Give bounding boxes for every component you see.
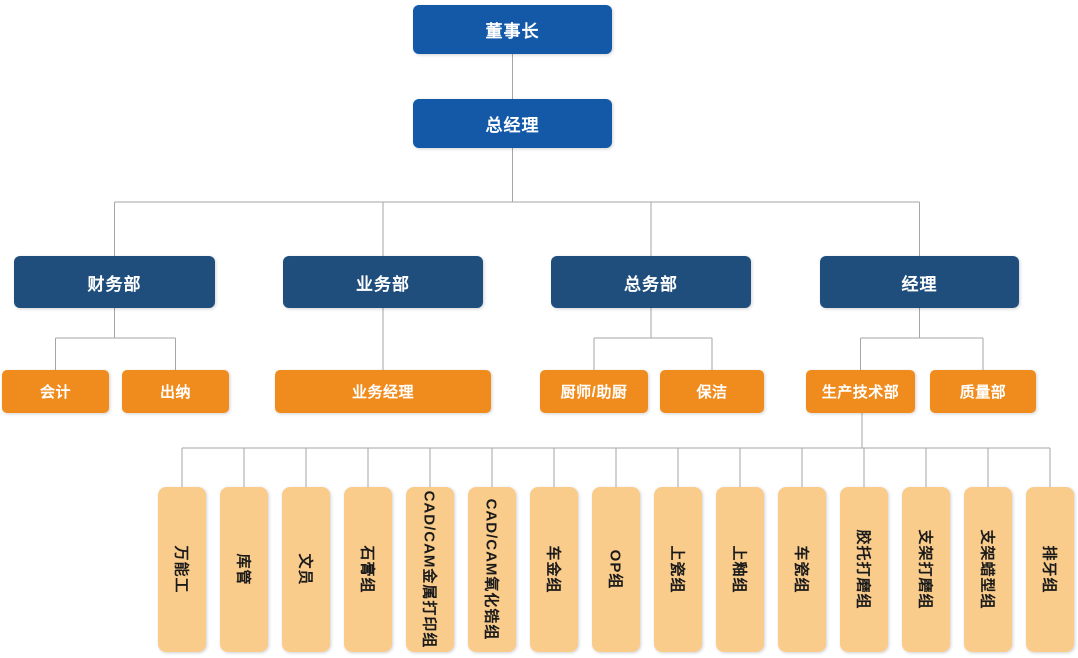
org-node-quality-dept: 质量部 <box>930 370 1036 413</box>
org-node-production-tech-dept: 生产技术部 <box>806 370 915 413</box>
org-node-chef-assistant: 厨师/助厨 <box>540 370 648 413</box>
org-node-business-manager: 业务经理 <box>275 370 491 413</box>
org-node-denture-polishing-group: 胶托打磨组 <box>840 487 888 652</box>
org-node-metal-milling-group: 车金组 <box>530 487 578 652</box>
group-label: 排牙组 <box>1040 545 1058 594</box>
group-label: 车瓷组 <box>792 545 810 594</box>
group-label: 万能工 <box>172 545 190 594</box>
org-node-general-affairs-dept: 总务部 <box>551 256 751 308</box>
org-node-op-group: OP组 <box>592 487 640 652</box>
org-node-teeth-arrangement-group: 排牙组 <box>1026 487 1074 652</box>
group-label: 库管 <box>234 553 252 586</box>
org-node-accountant: 会计 <box>2 370 109 413</box>
org-node-manager: 经理 <box>820 256 1019 308</box>
org-node-cashier: 出纳 <box>122 370 229 413</box>
org-node-finance-dept: 财务部 <box>14 256 215 308</box>
group-label: CAD/CAM氧化锆组 <box>482 498 500 641</box>
group-label: 车金组 <box>544 545 562 594</box>
group-label: CAD/CAM金属打印组 <box>420 490 438 649</box>
org-node-clerk-group: 文员 <box>282 487 330 652</box>
org-node-porcelain-milling-group: 车瓷组 <box>778 487 826 652</box>
org-node-cadcam-zirconia-group: CAD/CAM氧化锆组 <box>468 487 516 652</box>
group-label: 支架打磨组 <box>916 529 934 610</box>
org-node-business-dept: 业务部 <box>283 256 483 308</box>
org-node-porcelain-group: 上瓷组 <box>654 487 702 652</box>
org-node-cleaner: 保洁 <box>660 370 764 413</box>
org-node-framework-wax-group: 支架蜡型组 <box>964 487 1012 652</box>
group-label: 支架蜡型组 <box>978 529 996 610</box>
group-label: 胶托打磨组 <box>854 529 872 610</box>
org-node-cadcam-metal-print-group: CAD/CAM金属打印组 <box>406 487 454 652</box>
org-node-warehouse-keeper-group: 库管 <box>220 487 268 652</box>
org-node-universal-worker-group: 万能工 <box>158 487 206 652</box>
org-node-glaze-group: 上釉组 <box>716 487 764 652</box>
org-node-framework-polishing-group: 支架打磨组 <box>902 487 950 652</box>
group-label: 上瓷组 <box>668 545 686 594</box>
group-label: OP组 <box>606 549 624 590</box>
group-label: 上釉组 <box>730 545 748 594</box>
org-node-general-manager: 总经理 <box>413 99 612 148</box>
org-node-chairman: 董事长 <box>413 5 612 54</box>
group-label: 石膏组 <box>358 545 376 594</box>
org-node-plaster-group: 石膏组 <box>344 487 392 652</box>
group-label: 文员 <box>296 553 314 586</box>
